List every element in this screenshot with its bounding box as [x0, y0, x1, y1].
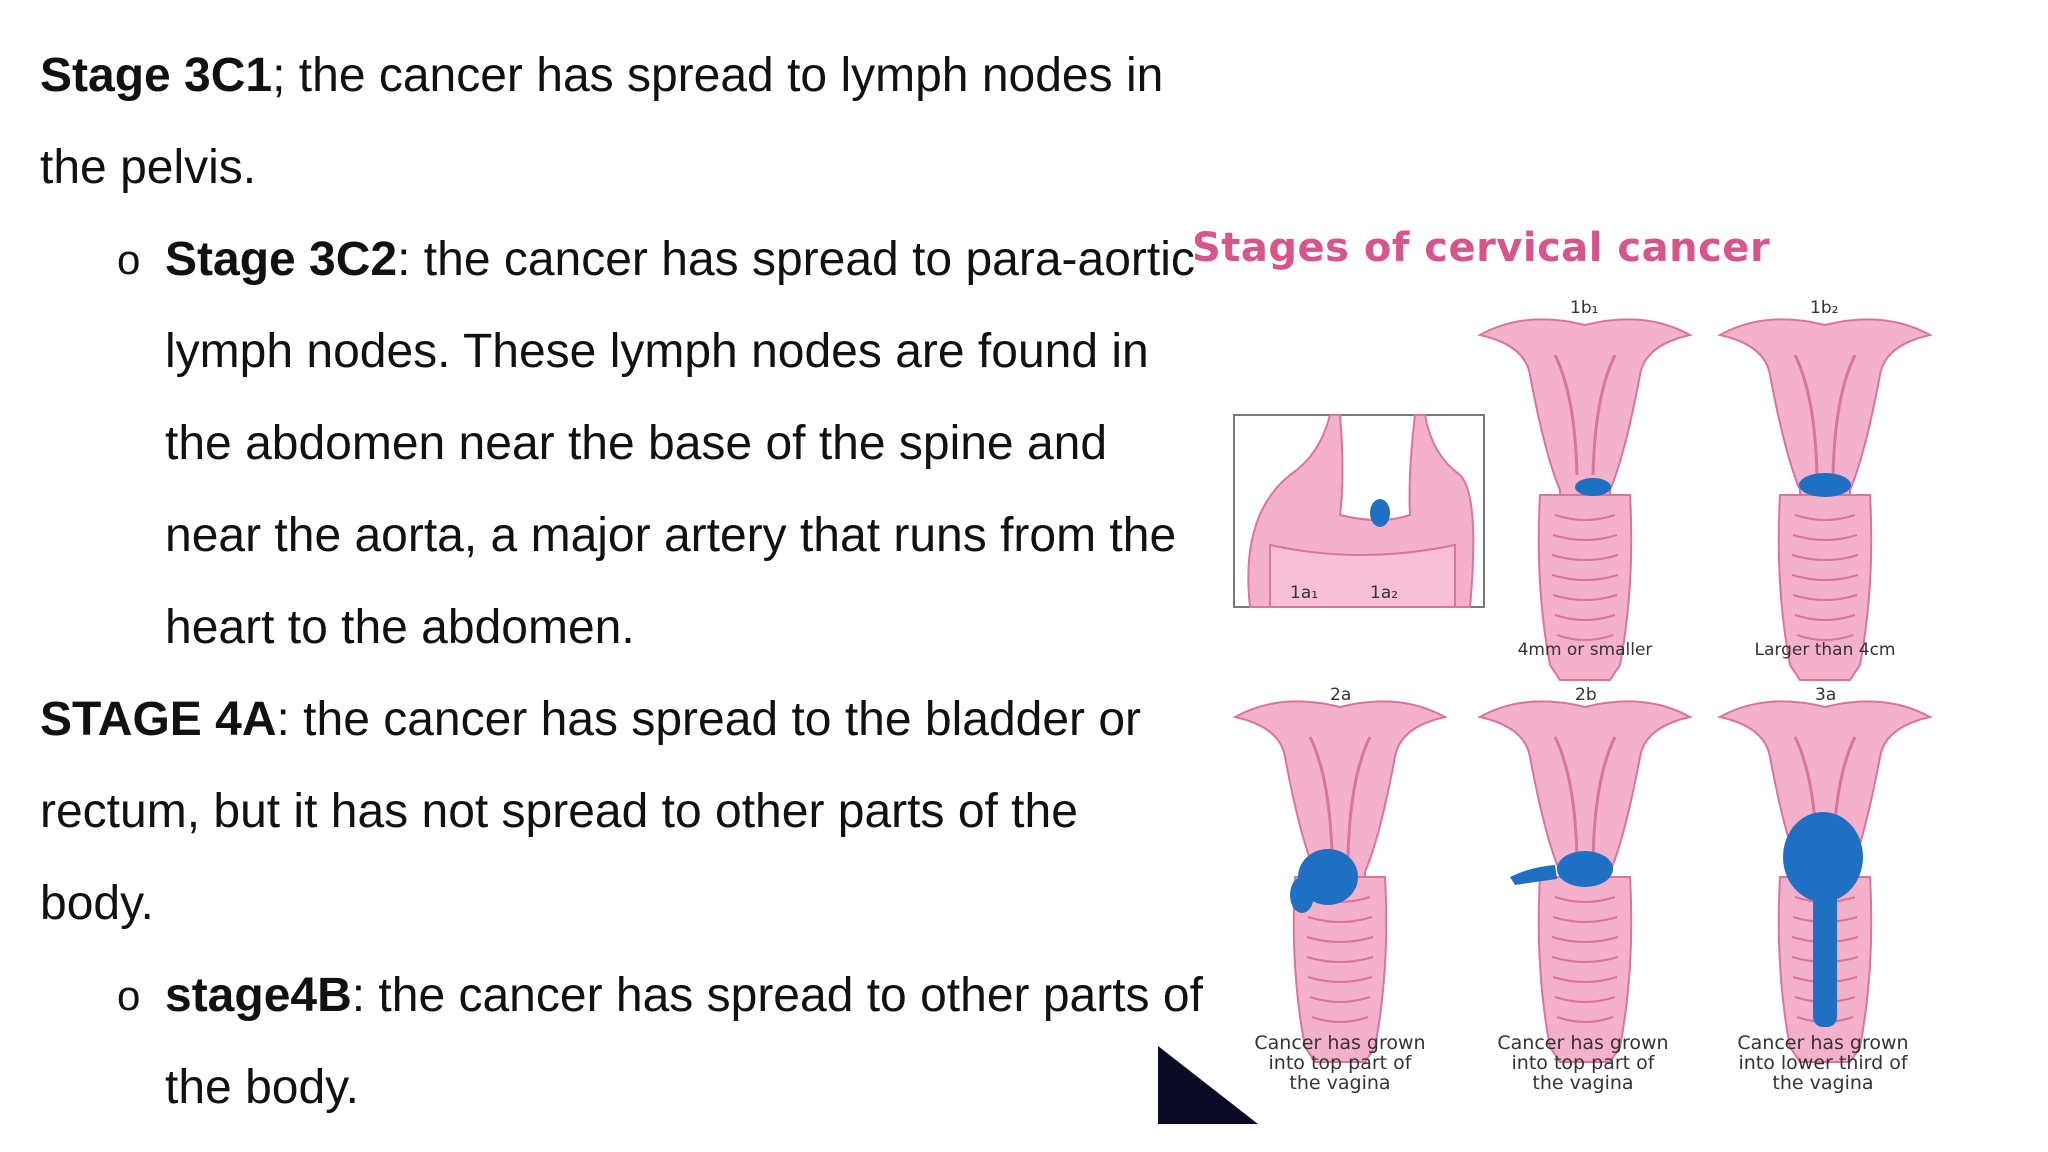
caption-3a-line3: the vagina [1772, 1072, 1874, 1094]
stage-3c2-text: : the cancer has spread to para-aortic [397, 233, 1195, 286]
caption-3a: Cancer has grown into lower third of the… [1718, 1033, 1928, 1093]
paragraph-stage-3c2: Stage 3C2: the cancer has spread to para… [165, 214, 1195, 306]
bullet-marker: o [117, 236, 141, 283]
stage-4a-line3: body. [40, 877, 154, 930]
label-2a: 2a [1330, 685, 1352, 705]
label-1b2: 1b₂ [1810, 298, 1839, 318]
stage-4b-heading: stage4B [165, 969, 352, 1022]
stage-3c2-line5: heart to the abdomen. [165, 601, 635, 654]
caption-2b: Cancer has grown into top part of the va… [1478, 1033, 1688, 1093]
caption-2a-line3: the vagina [1289, 1072, 1391, 1094]
stage-3c2-line2: lymph nodes. These lymph nodes are found… [165, 325, 1149, 378]
figure-illustration [1233, 317, 1932, 1064]
paragraph-stage-4b: stage4B: the cancer has spread to other … [165, 950, 1203, 1042]
panel-2b [1478, 699, 1692, 1064]
stage-3c2-heading: Stage 3C2 [165, 233, 398, 286]
caption-2a-line2: into top part of [1268, 1052, 1412, 1074]
panel-1b1 [1478, 317, 1692, 682]
caption-1b2: Larger than 4cm [1754, 640, 1896, 660]
figure-title: Stages of cervical cancer [1192, 225, 1771, 271]
caption-3a-line1: Cancer has grown [1737, 1032, 1909, 1054]
label-1a2: 1a₂ [1370, 583, 1399, 603]
paragraph-stage-4a: STAGE 4A: the cancer has spread to the b… [40, 674, 1141, 766]
stage-3c1-line2: the pelvis. [40, 141, 257, 194]
panel-1b2 [1718, 317, 1932, 682]
stage-4b-line2: the body. [165, 1061, 359, 1114]
paragraph-stage-3c1: Stage 3C1; the cancer has spread to lymp… [40, 30, 1163, 122]
caption-2a: Cancer has grown into top part of the va… [1235, 1033, 1445, 1093]
stage-3c1-heading: Stage 3C1 [40, 49, 273, 102]
label-1b1: 1b₁ [1570, 298, 1599, 318]
panel-2a [1233, 699, 1447, 1064]
caption-1b1: 4mm or smaller [1517, 640, 1653, 660]
stage-4a-heading: STAGE 4A [40, 693, 277, 746]
corner-decoration [1158, 1046, 1258, 1124]
bullet-marker: o [117, 972, 141, 1019]
caption-2b-line1: Cancer has grown [1497, 1032, 1669, 1054]
caption-2b-line3: the vagina [1532, 1072, 1634, 1094]
cervical-cancer-stages-figure: Stages of cervical cancer [1180, 215, 1960, 1115]
caption-2a-line1: Cancer has grown [1254, 1032, 1426, 1054]
caption-3a-line2: into lower third of [1738, 1052, 1908, 1074]
caption-2b-line2: into top part of [1511, 1052, 1655, 1074]
label-2b: 2b [1575, 685, 1597, 705]
stage-3c2-line4: near the aorta, a major artery that runs… [165, 509, 1177, 562]
stage-3c1-text: ; the cancer has spread to lymph nodes i… [272, 49, 1164, 102]
stage-3c2-line3: the abdomen near the base of the spine a… [165, 417, 1108, 470]
text-block: Stage 3C1; the cancer has spread to lymp… [40, 30, 1203, 1114]
panel-1a [1233, 414, 1485, 608]
stage-4b-text: : the cancer has spread to other parts o… [351, 969, 1203, 1022]
label-3a: 3a [1815, 685, 1837, 705]
stage-4a-text: : the cancer has spread to the bladder o… [276, 693, 1142, 746]
label-1a1: 1a₁ [1290, 583, 1319, 603]
stage-4a-line2: rectum, but it has not spread to other p… [40, 785, 1078, 838]
panel-3a [1718, 699, 1932, 1064]
